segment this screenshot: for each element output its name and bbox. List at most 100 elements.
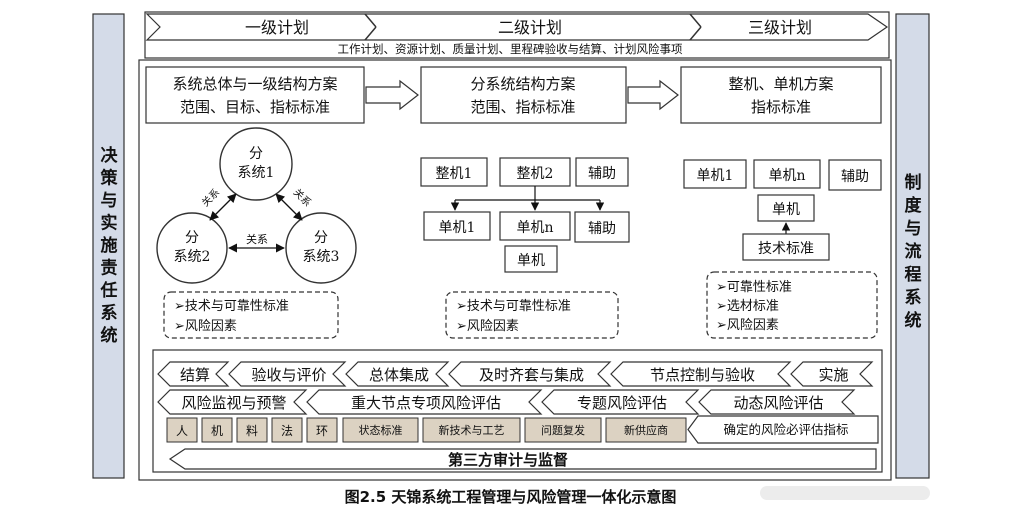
tag-box-3 — [524, 417, 602, 443]
tier-label-2: 二级计划 — [498, 18, 562, 37]
factor-label-5: 环 — [316, 424, 328, 438]
relation-label-bottom: 关系 — [246, 232, 268, 246]
flow-row-1: 结算 验收与评价 总体集成 及时齐套与集成 节点控制与验收 实施 — [157, 361, 874, 387]
stage-label-6: 实施 — [818, 366, 848, 384]
col3-note-2: ➢选材标准 — [716, 299, 779, 314]
stage-label-3: 总体集成 — [369, 366, 429, 384]
top-box-1-line1: 系统总体与一级结构方案 — [172, 75, 337, 93]
subsystem-3-label-a: 分 — [314, 230, 328, 246]
stage-label-4: 及时齐套与集成 — [479, 366, 584, 384]
tier-divider-1b — [364, 26, 377, 41]
right-side-label: 制度与流程系统 — [905, 172, 923, 331]
col2-box-unit — [504, 245, 558, 273]
flow-row-2: 风险监视与预警 重大节点专项风险评估 专题风险评估 动态风险评估 — [157, 389, 856, 415]
col2-box-aux1 — [575, 157, 629, 187]
stage-chevron-6 — [790, 361, 874, 387]
risk-label-4: 动态风险评估 — [733, 394, 823, 412]
audit-label: 第三方审计与监督 — [448, 451, 568, 469]
block-arrow-1 — [365, 79, 419, 111]
risk-label-3: 专题风险评估 — [577, 394, 667, 412]
col2-notes-box — [445, 291, 619, 339]
col2-note-1: ➢技术与可靠性标准 — [456, 299, 571, 314]
factor-label-2: 机 — [211, 424, 223, 438]
factor-label-4: 法 — [281, 424, 293, 438]
figure-caption: 图2.5 天锦系统工程管理与风险管理一体化示意图 — [344, 488, 677, 506]
plan-header-arrow — [145, 13, 889, 41]
subsystem-2-label-a: 分 — [185, 230, 199, 246]
stage-label-1: 结算 — [180, 366, 210, 384]
stage-chevron-1 — [157, 361, 230, 387]
col3-note-3: ➢风险因素 — [716, 318, 779, 333]
col3-unit1-label: 单机1 — [697, 168, 734, 184]
factor-label-1: 人 — [176, 424, 188, 438]
top-box-3-line1: 整机、单机方案 — [728, 75, 833, 93]
factor-box-4 — [271, 417, 303, 443]
watermark-blur — [760, 486, 930, 500]
col2-aux2-label: 辅助 — [588, 221, 616, 237]
risk-tag-group: 状态标准 新技术与工艺 问题复发 新供应商 — [342, 417, 687, 443]
must-assess-label: 确定的风险必评估指标 — [723, 422, 848, 437]
relation-label-right: 关系 — [291, 186, 314, 209]
must-assess-box — [687, 415, 879, 444]
risk-label-2: 重大节点专项风险评估 — [351, 394, 501, 412]
right-side-bar — [895, 13, 930, 479]
col2-unitn-label: 单机n — [516, 220, 553, 236]
tag-label-3: 问题复发 — [541, 423, 585, 437]
factor-box-3 — [236, 417, 268, 443]
col1-notes-box — [163, 291, 339, 339]
factor-label-3: 料 — [246, 424, 258, 438]
stage-chevron-4 — [448, 361, 612, 387]
subsystem-2-circle — [156, 212, 228, 284]
relation-arrow-1-3 — [275, 193, 303, 221]
col2-box-unitn — [499, 211, 571, 241]
col3-box-aux — [828, 159, 882, 191]
risk-label-1: 风险监视与预警 — [181, 394, 286, 412]
top-box-1 — [145, 66, 365, 124]
col3-standard-label: 技术标准 — [758, 241, 814, 257]
stage-chevron-5 — [610, 361, 792, 387]
tier-label-3: 三级计划 — [748, 18, 812, 37]
left-side-bar — [92, 13, 125, 479]
factor-box-1 — [166, 417, 198, 443]
col3-box-unit — [757, 194, 815, 222]
risk-factor-group: 人机料法环 — [166, 417, 338, 443]
col3-notes-box — [706, 271, 878, 339]
tag-label-4: 新供应商 — [624, 423, 668, 437]
tag-label-2: 新技术与工艺 — [439, 423, 505, 437]
subsystem-1-circle — [219, 127, 293, 201]
top-box-3 — [680, 66, 882, 124]
factor-box-2 — [201, 417, 233, 443]
risk-chevron-1 — [157, 389, 308, 415]
col1-note-1: ➢技术与可靠性标准 — [174, 299, 289, 314]
col2-box-aux2 — [574, 211, 630, 243]
subsystem-3-circle — [285, 212, 357, 284]
col2-aux1-label: 辅助 — [588, 166, 616, 182]
stage-label-2: 验收与评价 — [251, 366, 326, 384]
col2-box-unit1 — [423, 211, 491, 241]
col2-machine1-label: 整机1 — [436, 166, 473, 182]
tier-divider-2b — [689, 26, 702, 41]
col2-note-2: ➢风险因素 — [456, 319, 519, 334]
risk-chevron-3 — [541, 389, 700, 415]
tier-divider-1 — [364, 13, 377, 28]
factor-box-5 — [306, 417, 338, 443]
col2-unit1-label: 单机1 — [439, 220, 476, 236]
subsystem-1-label-b: 系统1 — [238, 165, 275, 181]
subsystem-1-label-a: 分 — [249, 146, 263, 162]
main-frame — [138, 59, 892, 481]
subsystem-2-label-b: 系统2 — [174, 249, 211, 265]
col2-box-machine2 — [499, 157, 571, 187]
tag-box-2 — [422, 417, 521, 443]
col3-box-unit1 — [683, 159, 747, 189]
plan-subtitle: 工作计划、资源计划、质量计划、里程碑验收与结算、计划风险事项 — [338, 42, 683, 56]
col2-box-machine1 — [420, 157, 488, 187]
block-arrow-2 — [627, 79, 679, 111]
col2-machine2-label: 整机2 — [517, 166, 554, 182]
stage-label-5: 节点控制与验收 — [650, 366, 755, 384]
tag-box-1 — [342, 417, 419, 443]
risk-chevron-4 — [698, 389, 856, 415]
tag-label-1: 状态标准 — [359, 423, 403, 437]
top-box-2-line2: 范围、指标标准 — [470, 98, 575, 116]
col3-box-unitn — [753, 159, 821, 189]
